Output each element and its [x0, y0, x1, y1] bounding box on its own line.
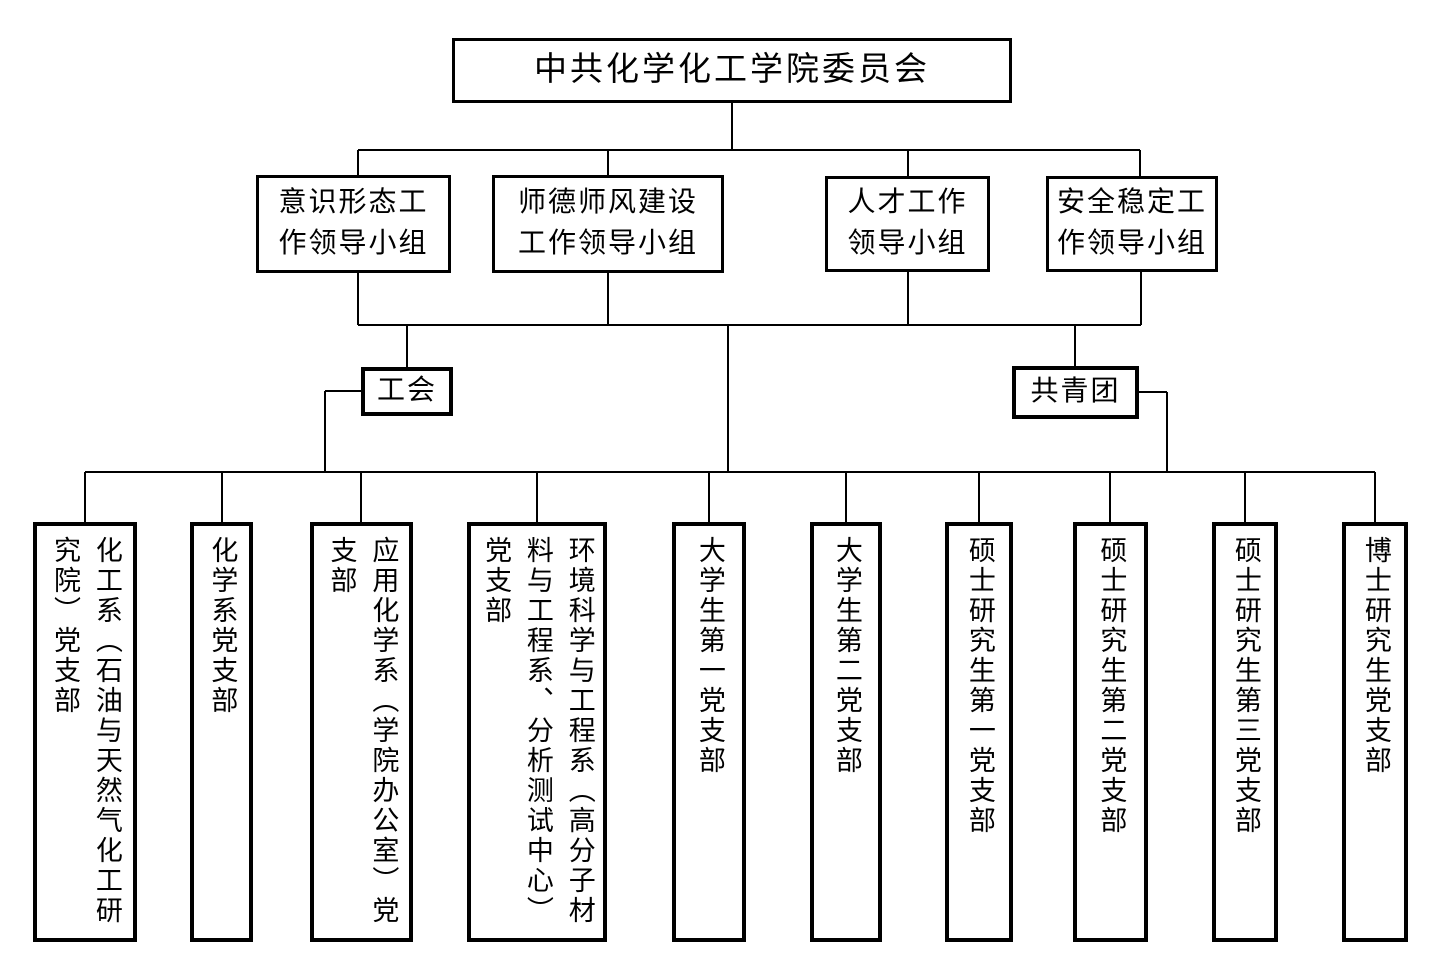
org-node-label: 应用化学系（学院办公室）党 支部	[326, 536, 399, 926]
org-node-label: 工会	[376, 375, 437, 407]
org-node-teacher-ethics-group: 师德师风建设 工作领导小组	[492, 175, 724, 273]
org-node-talent-work-group: 人才工作 领导小组	[825, 176, 990, 272]
org-node-label: 化学系党支部	[207, 536, 238, 716]
org-node-undergraduate-first-branch: 大学生第一党支部	[672, 522, 746, 942]
org-node-masters-first-branch: 硕士研究生第一党支部	[945, 522, 1013, 942]
org-node-label: 师德师风建设 工作领导小组	[517, 187, 698, 259]
org-node-label: 安全稳定工 作领导小组	[1056, 187, 1207, 259]
org-node-undergraduate-second-branch: 大学生第二党支部	[810, 522, 882, 942]
org-node-label: 环境科学与工程系（高分子材 料与工程系、分析测试中心） 党支部	[481, 536, 595, 926]
org-node-label: 硕士研究生第二党支部	[1096, 536, 1127, 836]
org-node-chemistry-dept-branch: 化学系党支部	[190, 522, 253, 942]
org-node-chemical-engineering-dept-branch: 化工系（石油与天然气化工研 究院）党支部	[33, 522, 137, 942]
org-node-masters-third-branch: 硕士研究生第三党支部	[1212, 522, 1278, 942]
org-node-ideology-work-group: 意识形态工 作领导小组	[256, 175, 451, 273]
org-node-label: 大学生第一党支部	[694, 536, 725, 776]
org-node-label: 中共化学化工学院委员会	[534, 51, 930, 88]
org-node-masters-second-branch: 硕士研究生第二党支部	[1073, 522, 1148, 942]
org-node-label: 意识形态工 作领导小组	[278, 187, 429, 259]
org-node-label: 共青团	[1030, 376, 1121, 408]
org-node-label: 博士研究生党支部	[1360, 536, 1391, 776]
org-node-party-committee: 中共化学化工学院委员会	[452, 38, 1012, 103]
org-node-label: 硕士研究生第三党支部	[1230, 536, 1261, 836]
org-node-youth-league: 共青团	[1012, 366, 1139, 419]
org-node-doctoral-branch: 博士研究生党支部	[1342, 522, 1408, 942]
org-node-label: 硕士研究生第一党支部	[964, 536, 995, 836]
org-node-environmental-science-dept-branch: 环境科学与工程系（高分子材 料与工程系、分析测试中心） 党支部	[467, 522, 607, 942]
org-node-safety-stability-group: 安全稳定工 作领导小组	[1046, 176, 1218, 272]
org-node-label: 人才工作 领导小组	[847, 187, 968, 259]
org-node-labor-union: 工会	[361, 367, 453, 416]
org-node-label: 大学生第二党支部	[831, 536, 862, 776]
org-node-applied-chemistry-dept-branch: 应用化学系（学院办公室）党 支部	[310, 522, 413, 942]
org-node-label: 化工系（石油与天然气化工研 究院）党支部	[50, 536, 122, 926]
